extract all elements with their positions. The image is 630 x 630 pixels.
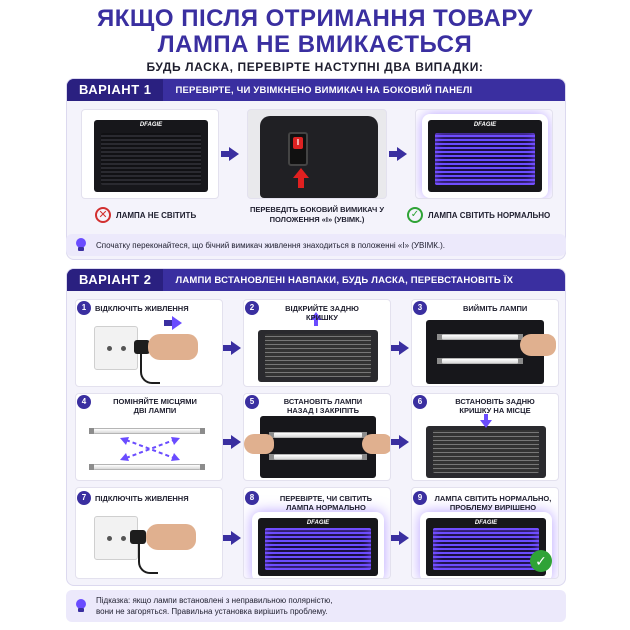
lamp-grid	[100, 132, 202, 185]
hint-1-text: Спочатку переконайтеся, що бічний вимика…	[96, 240, 446, 250]
arrow-shaft	[298, 178, 304, 188]
lamp-on: DFAGIE	[428, 120, 542, 192]
switch-instruction: ПЕРЕВЕДІТЬ БОКОВИЙ ВИМИКАЧ У ПОЛОЖЕННЯ «…	[249, 205, 385, 224]
hint-2-line-1: Підказка: якщо лампи встановлені з непра…	[96, 596, 333, 605]
power-cord	[140, 354, 160, 384]
check-icon: ✓	[530, 550, 552, 572]
plug	[130, 530, 146, 544]
variant-2-card: ВАРІАНТ 2 ЛАМПИ ВСТАНОВЛЕНІ НАВПАКИ, БУД…	[66, 268, 566, 586]
step-2-number: 2	[245, 301, 259, 315]
arrow-down-icon	[480, 414, 492, 428]
hint-2-line-2: вони не загоряться. Правильна установка …	[96, 607, 328, 616]
arrow-right-icon	[221, 147, 239, 161]
step-7-label: ПІДКЛЮЧІТЬ ЖИВЛЕННЯ	[95, 494, 189, 503]
step-8-number: 8	[245, 491, 259, 505]
step-6-label: ВСТАНОВІТЬ ЗАДНЮ КРИШКУ НА МІСЦЕ	[455, 397, 535, 415]
arrow-right-icon	[223, 531, 241, 545]
lamp-side-panel: I	[260, 116, 378, 198]
step-7-number: 7	[77, 491, 91, 505]
step-5-number: 5	[245, 395, 259, 409]
power-cord	[138, 544, 158, 574]
variant-1-card: ВАРІАНТ 1 ПЕРЕВІРТЕ, ЧИ УВІМКНЕНО ВИМИКА…	[66, 78, 566, 260]
step-4-photo	[75, 393, 223, 481]
plug	[134, 340, 150, 354]
page-title: ЯКЩО ПІСЛЯ ОТРИМАННЯ ТОВАРУ ЛАМПА НЕ ВМИ…	[0, 6, 630, 58]
status-on-label: ЛАМПА СВІТИТЬ НОРМАЛЬНО	[428, 210, 551, 220]
status-off-label: ЛАМПА НЕ СВІТИТЬ	[116, 210, 197, 220]
hint-1: Спочатку переконайтеся, що бічний вимика…	[66, 234, 566, 256]
page-subtitle: БУДЬ ЛАСКА, ПЕРЕВІРТЕ НАСТУПНІ ДВА ВИПАД…	[146, 60, 484, 74]
arrow-right-icon	[391, 435, 409, 449]
variant-2-tag: ВАРІАНТ 2	[67, 269, 164, 291]
lamp-open	[260, 416, 376, 478]
step-9-photo: DFAGIE ✓	[411, 487, 559, 579]
variant-1-tag: ВАРІАНТ 1	[67, 79, 164, 101]
status-on: ✓ ЛАМПА СВІТИТЬ НОРМАЛЬНО	[407, 207, 550, 223]
arrow-up-icon	[293, 168, 309, 178]
step-5-label: ВСТАНОВІТЬ ЛАМПИ НАЗАД І ЗАКРІПІТЬ	[283, 397, 363, 415]
hand	[244, 434, 274, 454]
step-8-photo: DFAGIE	[243, 487, 391, 579]
step-4-label: ПОМІНЯЙТЕ МІСЦЯМИ ДВІ ЛАМПИ	[113, 397, 197, 415]
lamp-grid	[433, 528, 539, 571]
lamp-back	[426, 426, 546, 478]
lamp-on: DFAGIE	[258, 518, 378, 576]
arrow-right-icon	[223, 435, 241, 449]
arrow-right-icon	[389, 147, 407, 161]
hint-2: Підказка: якщо лампи встановлені з непра…	[66, 590, 566, 622]
arrow-right-icon	[223, 341, 241, 355]
arrow-right-icon	[391, 341, 409, 355]
step-2-photo	[243, 299, 391, 387]
lamp-on: DFAGIE	[426, 518, 546, 576]
switch-photo: I	[247, 109, 387, 199]
arrow-right-icon	[391, 531, 409, 545]
step-5-photo	[243, 393, 391, 481]
swap-arrows-icon	[120, 437, 180, 461]
variant-2-header: ВАРІАНТ 2 ЛАМПИ ВСТАНОВЛЕНІ НАВПАКИ, БУД…	[67, 269, 565, 291]
hand	[520, 334, 556, 356]
lightbulb-icon	[74, 238, 88, 252]
arrow-right-icon	[164, 316, 182, 330]
step-9-label: ЛАМПА СВІТИТЬ НОРМАЛЬНО, ПРОБЛЕМУ ВИРІШЕ…	[434, 494, 552, 512]
step-1-number: 1	[77, 301, 91, 315]
lamp-brand: DFAGIE	[473, 122, 497, 129]
lamp-off: DFAGIE	[94, 120, 208, 192]
arrow-up-icon	[310, 312, 322, 326]
hand	[362, 434, 390, 454]
step-3-number: 3	[413, 301, 427, 315]
step-8-label: ПЕРЕВІРТЕ, ЧИ СВІТИТЬ ЛАМПА НОРМАЛЬНО	[279, 494, 373, 512]
wall-socket	[94, 326, 138, 370]
step-1-photo	[75, 299, 223, 387]
step-3-photo	[411, 299, 559, 387]
step-7-photo	[75, 487, 223, 579]
step-6-number: 6	[413, 395, 427, 409]
check-icon: ✓	[407, 207, 423, 223]
lamp-brand: DFAGIE	[306, 519, 330, 526]
step-6-photo	[411, 393, 559, 481]
status-off: ✕ ЛАМПА НЕ СВІТИТЬ	[95, 207, 196, 223]
lamp-brand: DFAGIE	[474, 519, 498, 526]
title-line-2: ЛАМПА НЕ ВМИКАЄТЬСЯ	[157, 31, 473, 58]
power-switch-icon: I	[288, 132, 308, 166]
step-2-label: ВІДКРИЙТЕ ЗАДНЮ КРИШКУ	[285, 304, 359, 322]
variant-1-title: ПЕРЕВІРТЕ, ЧИ УВІМКНЕНО ВИМИКАЧ НА БОКОВ…	[175, 84, 473, 96]
variant-2-title: ЛАМПИ ВСТАНОВЛЕНІ НАВПАКИ, БУДЬ ЛАСКА, П…	[175, 274, 514, 286]
lamp-grid	[434, 132, 536, 185]
lamp-off-photo: DFAGIE	[81, 109, 219, 199]
step-4-number: 4	[77, 395, 91, 409]
variant-1-header: ВАРІАНТ 1 ПЕРЕВІРТЕ, ЧИ УВІМКНЕНО ВИМИКА…	[67, 79, 565, 101]
hint-2-text: Підказка: якщо лампи встановлені з непра…	[96, 595, 333, 617]
lamp-back	[258, 330, 378, 382]
lamp-grid	[265, 528, 371, 571]
title-line-1: ЯКЩО ПІСЛЯ ОТРИМАННЯ ТОВАРУ	[97, 5, 533, 32]
step-3-label: ВИЙМІТЬ ЛАМПИ	[463, 304, 528, 313]
lamp-brand: DFAGIE	[139, 122, 163, 129]
lightbulb-icon	[74, 599, 88, 613]
switch-on-side: I	[293, 137, 303, 149]
step-9-number: 9	[413, 491, 427, 505]
lamp-on-photo: DFAGIE	[415, 109, 553, 199]
step-1-label: ВІДКЛЮЧІТЬ ЖИВЛЕННЯ	[95, 304, 189, 313]
close-icon: ✕	[95, 207, 111, 223]
